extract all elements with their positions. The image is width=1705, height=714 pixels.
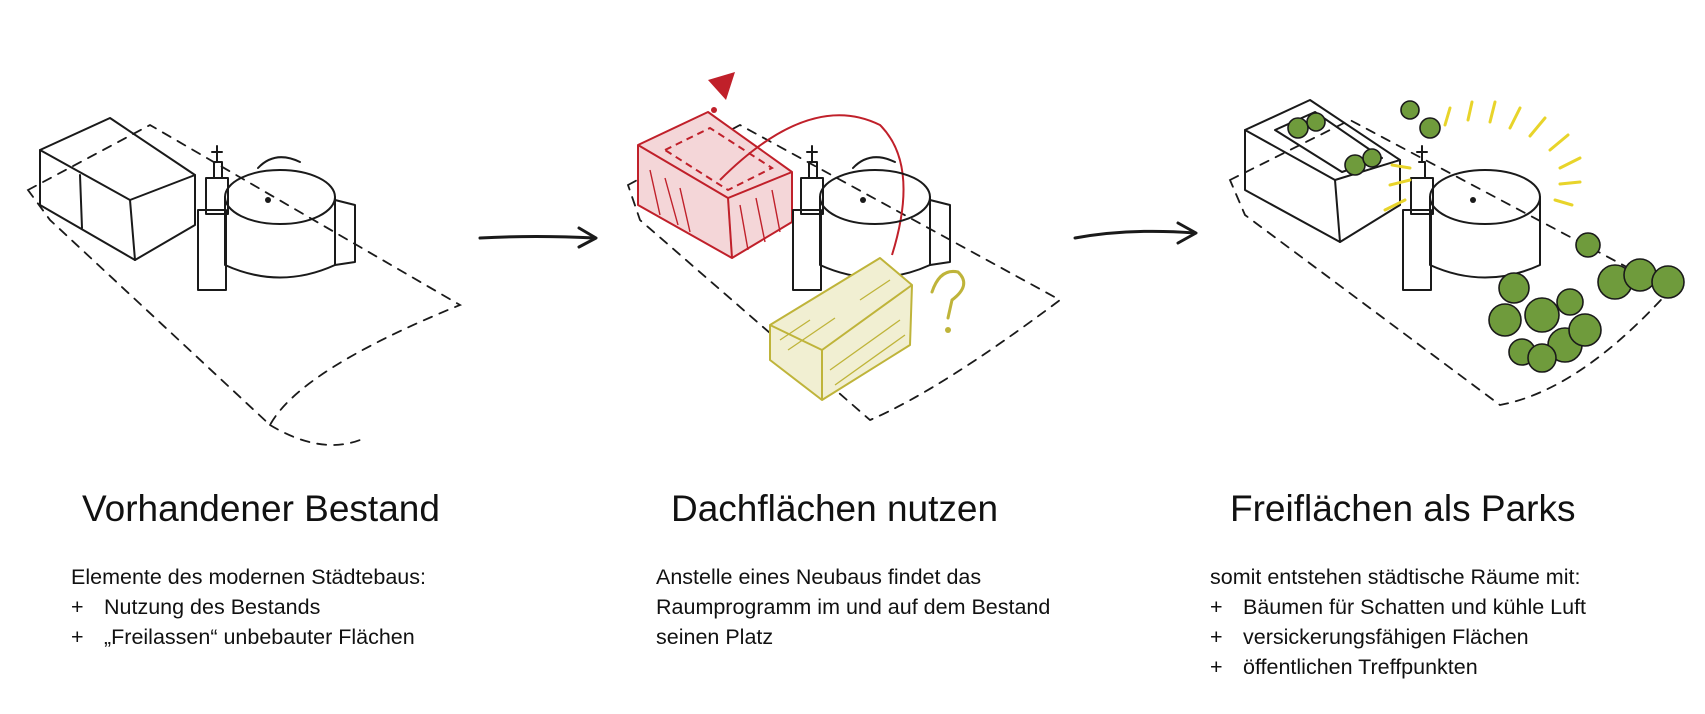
description-line: Raumprogramm im und auf dem Bestand [656, 592, 1050, 622]
panel-title: Freiflächen als Parks [1230, 488, 1575, 530]
slab-building-highlighted: ! [638, 72, 904, 258]
panel-description: somit entstehen städtische Räume mit: +B… [1210, 562, 1586, 682]
list-item: +Bäumen für Schatten und kühle Luft [1210, 592, 1586, 622]
sketch-existing-buildings [0, 0, 540, 470]
description-intro: somit entstehen städtische Räume mit: [1210, 562, 1586, 592]
list-item: +öffentlichen Treffpunkten [1210, 652, 1586, 682]
panel-description: Anstelle eines Neubaus findet das Raumpr… [656, 562, 1050, 652]
description-line: Anstelle eines Neubaus findet das [656, 562, 1050, 592]
sketch-rooftop-use: ! ? [560, 0, 1100, 470]
description-line: seinen Platz [656, 622, 1050, 652]
plus-bullet: + [1210, 622, 1243, 652]
list-item: +„Freilassen“ unbebauter Flächen [71, 622, 426, 652]
park-trees [1401, 101, 1684, 372]
plus-bullet: + [1210, 592, 1243, 622]
panel-existing: Vorhandener Bestand Elemente des moderne… [0, 0, 540, 714]
description-intro: Elemente des modernen Städtebaus: [71, 562, 426, 592]
panel-description: Elemente des modernen Städtebaus: +Nutzu… [71, 562, 426, 652]
church [1403, 146, 1540, 290]
sketch-parks [1110, 0, 1705, 470]
plus-bullet: + [71, 622, 104, 652]
panel-rooftops: ! ? Dachflächen nutzen Anste [560, 0, 1100, 714]
list-item-text: „Freilassen“ unbebauter Flächen [104, 625, 415, 649]
plus-bullet: + [71, 592, 104, 622]
plus-bullet: + [1210, 652, 1243, 682]
panel-title: Dachflächen nutzen [671, 488, 998, 530]
new-building-volume: ? [770, 258, 964, 400]
church [198, 146, 355, 290]
list-item-text: öffentlichen Treffpunkten [1243, 655, 1478, 679]
list-item: +Nutzung des Bestands [71, 592, 426, 622]
list-item-text: Bäumen für Schatten und kühle Luft [1243, 595, 1586, 619]
list-item-text: Nutzung des Bestands [104, 595, 320, 619]
list-item-text: versickerungsfähigen Flächen [1243, 625, 1529, 649]
panel-parks: Freiflächen als Parks somit entstehen st… [1110, 0, 1705, 714]
panel-title: Vorhandener Bestand [82, 488, 440, 530]
slab-building [40, 118, 195, 260]
list-item: +versickerungsfähigen Flächen [1210, 622, 1586, 652]
slab-building-roof-garden [1245, 100, 1400, 242]
